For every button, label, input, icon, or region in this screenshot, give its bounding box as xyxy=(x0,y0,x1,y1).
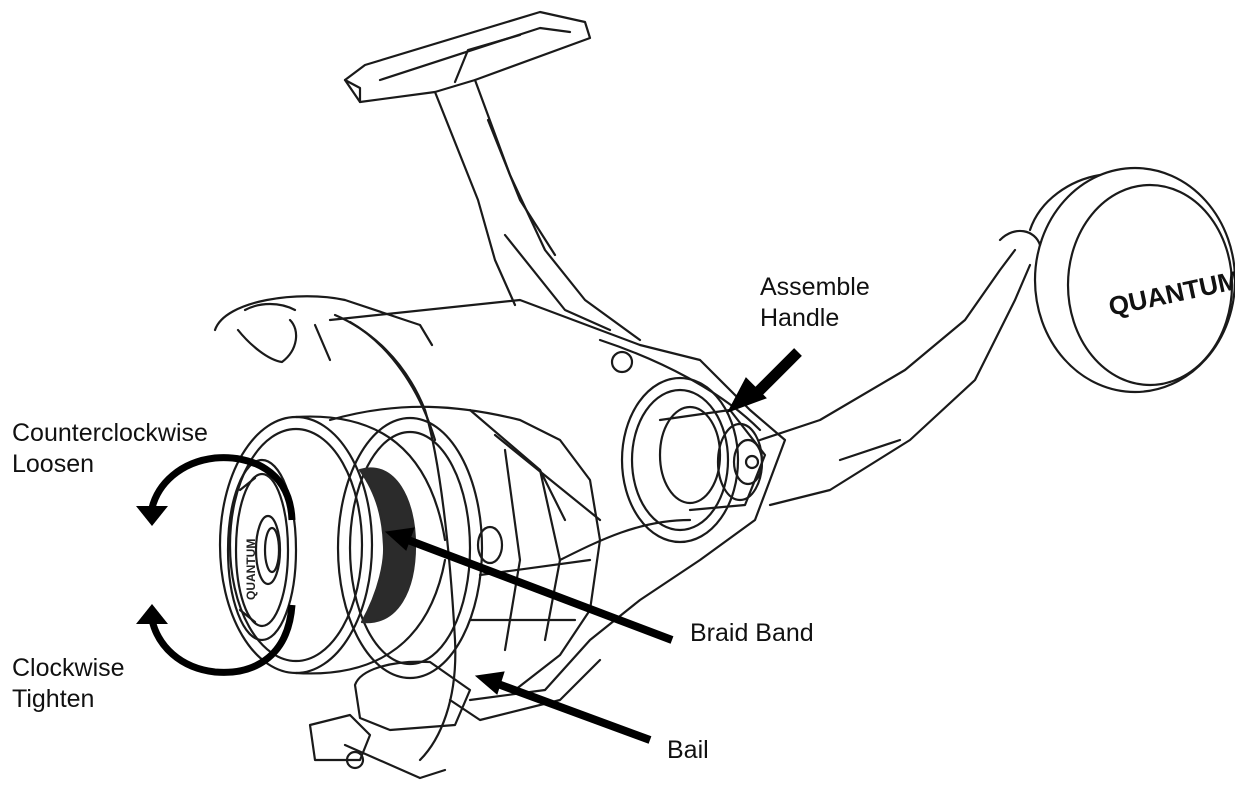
reel-base xyxy=(308,660,472,780)
assemble-handle-arrow xyxy=(748,348,802,402)
bail-label: Bail xyxy=(667,736,709,764)
assemble-handle-label: Assemble Handle xyxy=(760,273,870,332)
braid-band xyxy=(358,467,417,624)
bail-arrow xyxy=(496,680,652,744)
reel-body xyxy=(328,298,787,722)
clockwise-arrowhead xyxy=(136,604,168,624)
rotor-cage xyxy=(328,405,602,692)
spool xyxy=(218,415,484,680)
callout-arrows xyxy=(384,348,802,744)
counterclockwise-loosen-label: Counterclockwise Loosen xyxy=(12,419,208,478)
handle-arm xyxy=(758,229,1042,507)
assemble-handle-arrowhead xyxy=(726,377,767,413)
counterclockwise-arrow-icon xyxy=(148,454,296,521)
braid-band-arrowhead xyxy=(384,527,415,551)
bail-arrowhead xyxy=(474,671,505,695)
counterclockwise-arrowhead xyxy=(136,506,168,526)
drag-knob: QUANTUM xyxy=(226,458,298,642)
knob-logo-text: QUANTUM xyxy=(1106,265,1235,322)
handle-hub xyxy=(620,376,767,544)
braid-band-label: Braid Band xyxy=(690,619,814,647)
spool-logo-text: QUANTUM xyxy=(244,539,258,600)
bail-arm xyxy=(213,295,457,762)
handle-knob: QUANTUM xyxy=(1028,166,1235,394)
rotation-arrows xyxy=(136,454,296,676)
reel-stem xyxy=(433,78,642,342)
clockwise-arrow-icon xyxy=(148,604,296,676)
braid-band-arrow xyxy=(406,536,674,644)
reel-foot xyxy=(343,10,592,104)
clockwise-tighten-label: Clockwise Tighten xyxy=(12,654,125,713)
